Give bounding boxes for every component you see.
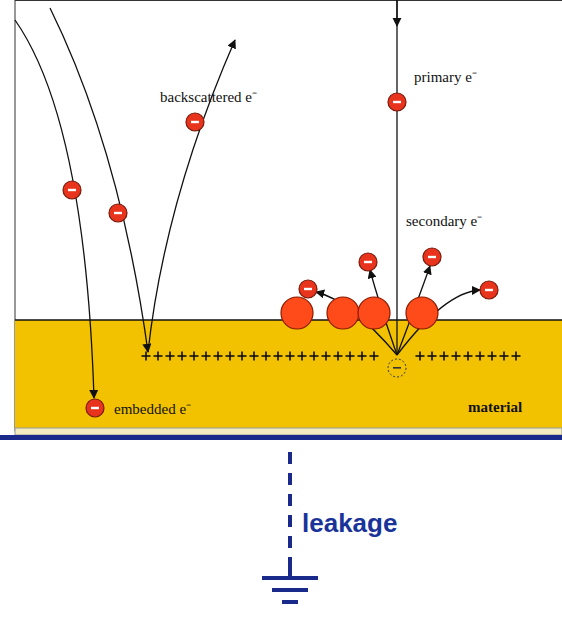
ground-plate [0, 435, 562, 440]
emission-sites [281, 297, 438, 329]
electron-label: primary e⁻ [414, 68, 477, 86]
vacancy [388, 359, 406, 377]
leakage-label: leakage [302, 508, 397, 539]
electron-label: backscattered e⁻ [160, 88, 257, 106]
substrate-strip [15, 428, 562, 435]
electrons [63, 93, 498, 417]
ground-symbol [262, 566, 318, 602]
electron-label: secondary e⁻ [406, 212, 482, 230]
trajectories [15, 0, 480, 398]
leakage-path [288, 452, 292, 566]
material-label: material [468, 398, 522, 416]
frame [15, 1, 562, 431]
electron-label: embedded e⁻ [114, 400, 191, 418]
positive-charges [142, 352, 521, 361]
material-block [15, 320, 562, 428]
